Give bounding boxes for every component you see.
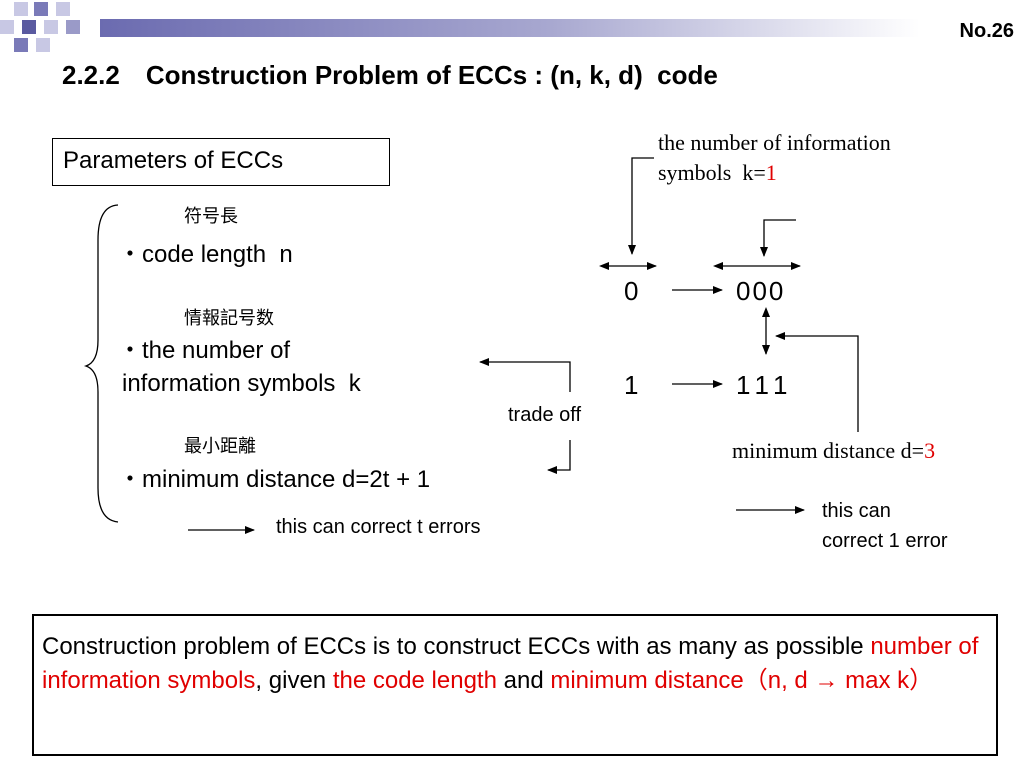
min-distance-prefix: minimum distance d= — [732, 438, 925, 463]
arrow-to-codeword-span — [760, 219, 796, 257]
conclusion-part3: , given — [255, 667, 333, 694]
arrow-info-to-symbol — [628, 157, 654, 255]
conclusion-part1: Construction problem of ECCs is to const… — [42, 633, 871, 660]
symbol-zero: 0 — [624, 276, 639, 306]
header-square — [0, 20, 14, 34]
correct-one-line2: correct 1 error — [822, 530, 948, 552]
header-square — [34, 2, 48, 16]
info-note-prefix: symbols k= — [658, 160, 766, 185]
header-square — [56, 2, 70, 16]
codeword-zero: 000 — [736, 276, 786, 306]
param-code-length: ・code length n — [118, 241, 293, 268]
info-note-line2: symbols k=1 — [658, 158, 891, 188]
header-square — [22, 20, 36, 34]
header-square — [14, 2, 28, 16]
correct-one-line1: this can — [822, 500, 891, 522]
info-note-line1: the number of information — [658, 130, 891, 155]
jp-info-symbols: 情報記号数 — [184, 308, 274, 329]
header-square — [66, 20, 80, 34]
correct-one-error-note: this can correct 1 error — [822, 496, 948, 556]
header-gradient-bar — [100, 19, 920, 37]
tradeoff-arrow-to-k — [479, 358, 571, 392]
left-brace — [83, 204, 119, 523]
arrow-distance-pointer — [775, 332, 859, 432]
parameters-box: Parameters of ECCs — [52, 138, 390, 186]
conclusion-box: Construction problem of ECCs is to const… — [32, 614, 998, 756]
header-square — [14, 38, 28, 52]
param-info-symbols: ・the number of — [118, 337, 291, 364]
correct-t-errors-label: this can correct t errors — [276, 516, 481, 538]
header-square — [36, 38, 50, 52]
min-distance-note: minimum distance d=3 — [732, 438, 935, 464]
jp-min-distance: 最小距離 — [184, 436, 256, 457]
info-symbols-note: the number of information symbols k=1 — [658, 128, 891, 188]
slide-title: 2.2.2 Construction Problem of ECCs : (n,… — [62, 60, 718, 90]
info-note-k-value: 1 — [765, 160, 777, 185]
symbol-one: 1 — [624, 370, 639, 400]
parameters-box-label: Parameters of ECCs — [63, 147, 284, 174]
conclusion-info-symbols: number of information symbols — [42, 633, 979, 694]
conclusion-min-distance: minimum distance（n, d → max k） — [550, 667, 934, 694]
jp-code-length: 符号長 — [184, 206, 238, 227]
min-distance-value: 3 — [924, 438, 936, 463]
param-min-distance: ・minimum distance d=2t + 1 — [118, 466, 431, 493]
tradeoff-label: trade off — [508, 404, 582, 426]
param-info-symbols-line2: information symbols k — [122, 370, 361, 397]
conclusion-code-length: the code length — [332, 667, 497, 694]
header-square — [44, 20, 58, 34]
codeword-one: 111 — [736, 370, 794, 400]
slide-number: No.26 — [959, 20, 1014, 42]
tradeoff-arrow-to-d — [547, 440, 571, 474]
conclusion-part5: and — [496, 667, 551, 694]
